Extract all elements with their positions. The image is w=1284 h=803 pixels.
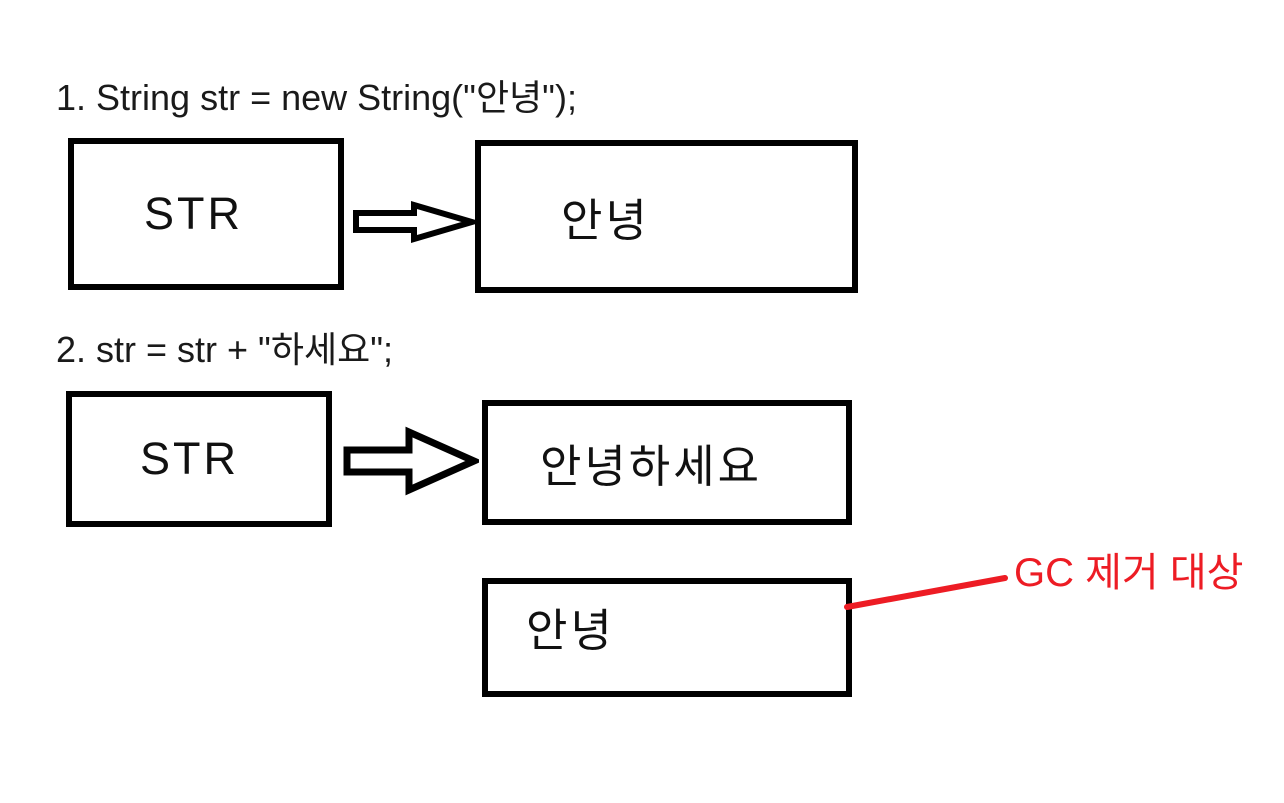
- step2-code-title: 2. str = str + "하세요";: [56, 329, 393, 370]
- step2-heap-value-label: 안녕하세요: [540, 441, 763, 492]
- step1-variable-box: STR: [68, 138, 344, 290]
- step1-heap-value-label: 안녕: [561, 195, 650, 246]
- step1-heap-value-box: 안녕: [475, 140, 858, 293]
- step1-right-block-arrow-icon: [353, 200, 477, 244]
- step2-variable-box: STR: [66, 391, 332, 527]
- step2-right-block-arrow-icon: [343, 426, 479, 496]
- step1-code-title: 1. String str = new String("안녕");: [56, 77, 577, 118]
- step2-heap-value-box: 안녕하세요: [482, 400, 852, 525]
- garbage-object-box: 안녕: [482, 578, 852, 697]
- garbage-object-label: 안녕: [526, 605, 615, 656]
- gc-target-annotation: GC 제거 대상: [1014, 551, 1244, 595]
- step1-variable-label: STR: [144, 188, 243, 239]
- gc-connector-line: [844, 575, 1008, 610]
- step2-variable-label: STR: [140, 433, 239, 484]
